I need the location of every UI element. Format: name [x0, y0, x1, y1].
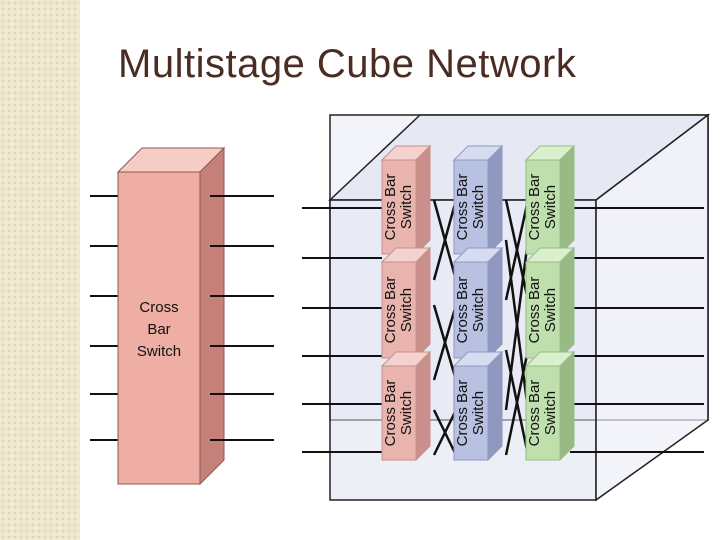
single-crossbar-switch: Cross Bar Switch	[90, 146, 274, 486]
switch-side-face	[199, 146, 225, 486]
switch-label-line-2: Switch	[398, 185, 415, 229]
interconnect-line	[504, 199, 530, 301]
switch-label-line-1: Cross Bar	[382, 277, 399, 344]
interconnect-line	[432, 199, 458, 281]
switch-side-face	[415, 246, 431, 360]
switch-front-face	[453, 261, 489, 359]
stage-1-2-interconnect	[432, 199, 458, 456]
single-switch-label-line-2: Bar	[147, 321, 170, 338]
switch-label-line-1: Cross Bar	[454, 277, 471, 344]
switch-front-face	[525, 159, 561, 255]
interconnect-line	[504, 239, 530, 411]
switch-label-line-1: Cross Bar	[526, 380, 543, 447]
slide-title: Multistage Cube Network	[118, 42, 577, 86]
switch-side-face	[559, 246, 575, 360]
switch-label-line-2: Switch	[470, 391, 487, 435]
cube-input-lines	[302, 207, 382, 453]
interconnect-line	[504, 349, 530, 456]
switch-front-face	[381, 365, 417, 461]
switch-side-face	[415, 350, 431, 462]
switch-label-line-2: Switch	[542, 391, 559, 435]
single-switch-output-lines	[210, 195, 274, 441]
switch-label-line-1: Cross Bar	[382, 380, 399, 447]
switch-label-line-1: Cross Bar	[526, 277, 543, 344]
switch-label-line-1: Cross Bar	[454, 174, 471, 241]
switch-side-face	[487, 246, 503, 360]
interconnect-line	[432, 304, 458, 381]
single-switch-label-line-1: Cross	[139, 299, 178, 316]
switch-label-line-2: Switch	[398, 288, 415, 332]
switch-label-line-2: Switch	[398, 391, 415, 435]
switch-side-face	[487, 350, 503, 462]
switch-front-face	[381, 159, 417, 255]
switch-front-face	[525, 365, 561, 461]
switch-side-face	[415, 144, 431, 256]
decorative-sidebar	[0, 0, 80, 540]
switch-side-face	[559, 144, 575, 256]
single-switch-label-line-3: Switch	[137, 343, 181, 360]
switch-label-line-2: Switch	[542, 288, 559, 332]
switch-label-line-2: Switch	[542, 185, 559, 229]
switch-front-face	[381, 261, 417, 359]
switch-label-line-2: Switch	[470, 288, 487, 332]
switch-label-line-1: Cross Bar	[526, 174, 543, 241]
single-switch-input-lines	[90, 195, 118, 441]
stage-2-3-interconnect	[504, 199, 530, 456]
switch-front-face	[117, 171, 201, 485]
switch-label-line-1: Cross Bar	[454, 380, 471, 447]
switch-side-face	[487, 144, 503, 256]
switch-front-face	[525, 261, 561, 359]
interconnect-line	[432, 409, 458, 456]
switch-front-face	[453, 159, 489, 255]
switch-label-line-2: Switch	[470, 185, 487, 229]
switch-front-face	[453, 365, 489, 461]
switch-side-face	[559, 350, 575, 462]
cube-output-lines	[570, 207, 704, 453]
switch-label-line-1: Cross Bar	[382, 174, 399, 241]
